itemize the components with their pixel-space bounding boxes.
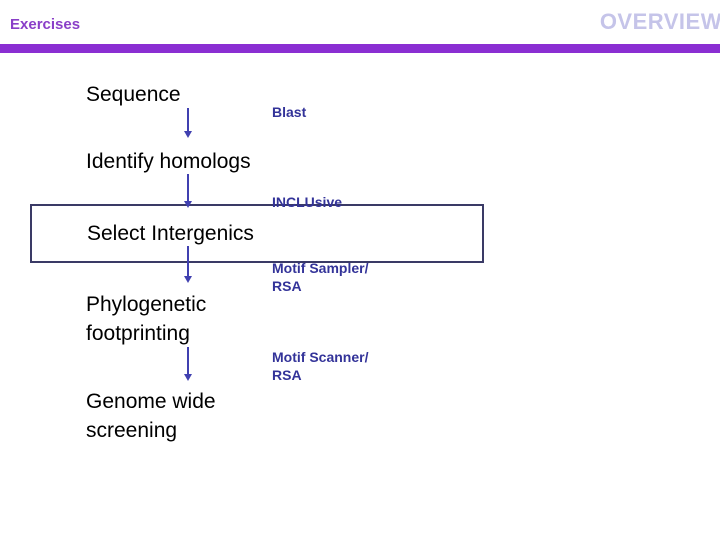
arrow-shaft (186, 174, 189, 202)
tool-label-blast: Blast (272, 104, 307, 120)
flow-arrow-identify-to-select (181, 174, 194, 208)
arrow-shaft (186, 246, 189, 277)
arrow-shaft (186, 347, 189, 375)
slide-page-title: OVERVIEW (599, 9, 720, 34)
arrow-shaft (186, 108, 189, 132)
arrow-down-icon (183, 201, 192, 208)
slide-section-title: Exercises (10, 16, 81, 33)
flow-step-identify-homologs: Identify homologs (86, 150, 251, 173)
flow-step-genome-wide-screening: Genome wide screening (86, 390, 216, 442)
flow-step-phylogenetic-footprinting: Phylogenetic footprinting (86, 293, 207, 345)
flow-step-select-intergenics: Select Intergenics (87, 222, 254, 245)
tool-label-motif-scanner-rsa: Motif Scanner/ RSA (272, 349, 369, 383)
flow-step-sequence: Sequence (86, 83, 181, 106)
header-accent-bar (0, 44, 720, 53)
arrow-down-icon (183, 276, 192, 283)
flow-arrow-phylogenetic-to-genome (181, 347, 194, 381)
flow-arrow-sequence-to-identify (181, 108, 194, 138)
arrow-down-icon (183, 374, 192, 381)
select-intergenics-box (30, 204, 484, 263)
tool-label-inclusive: INCLUsive (272, 194, 343, 210)
tool-label-motif-sampler-rsa: Motif Sampler/ RSA (272, 260, 369, 294)
arrow-down-icon (183, 131, 192, 138)
flow-arrow-select-to-phylogenetic (181, 246, 194, 283)
